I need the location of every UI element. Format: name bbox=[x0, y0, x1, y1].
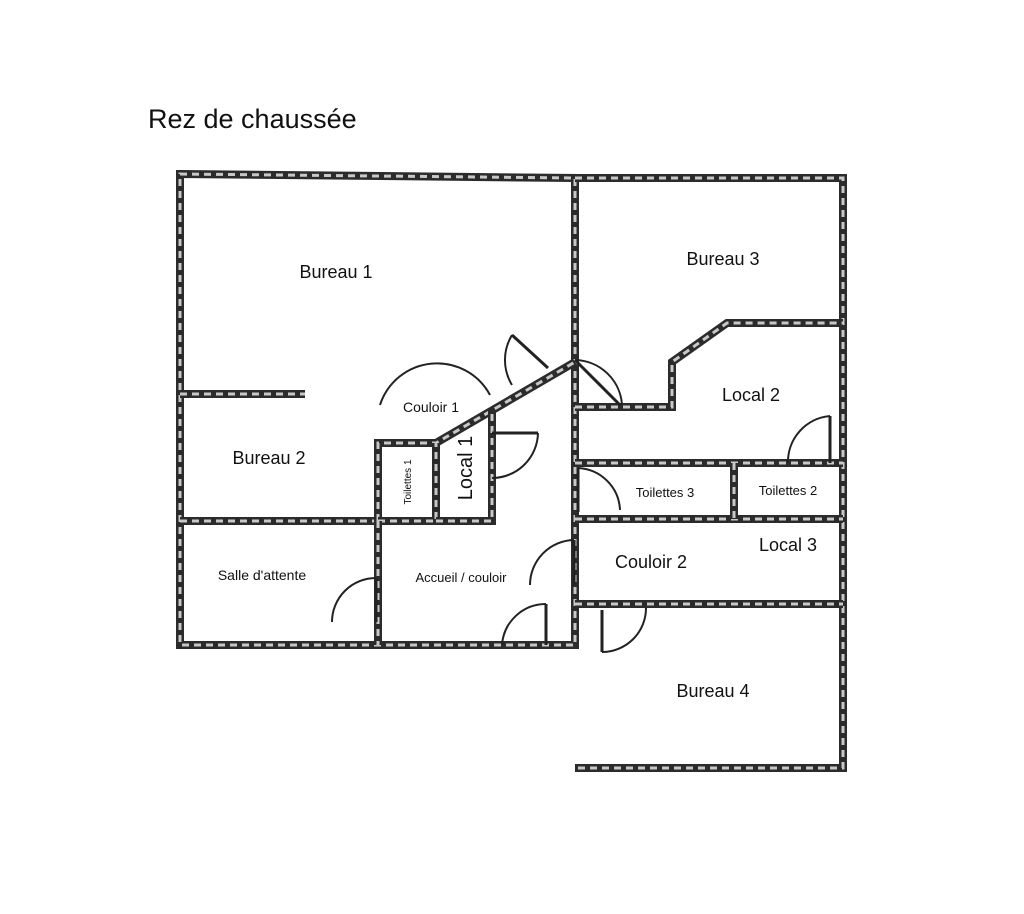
diagonal-corridor-wall bbox=[374, 358, 578, 521]
label-toilettes3: Toilettes 3 bbox=[636, 485, 695, 500]
room-labels: Bureau 1 Bureau 2 Bureau 3 Bureau 4 Coul… bbox=[218, 249, 817, 701]
door-local1 bbox=[491, 431, 539, 479]
label-bureau2: Bureau 2 bbox=[232, 448, 305, 468]
door-bureau3 bbox=[573, 358, 623, 407]
door-toilettes3 bbox=[576, 467, 621, 512]
walls bbox=[176, 169, 847, 772]
label-local3: Local 3 bbox=[759, 535, 817, 555]
label-local1: Local 1 bbox=[455, 436, 477, 501]
door-couloir2 bbox=[529, 539, 576, 586]
label-toilettes2: Toilettes 2 bbox=[759, 483, 818, 498]
plan-title: Rez de chaussée bbox=[148, 104, 357, 134]
local1-walls bbox=[436, 410, 496, 525]
door-salle-attente bbox=[331, 577, 378, 623]
label-local2: Local 2 bbox=[722, 385, 780, 405]
label-couloir1: Couloir 1 bbox=[403, 399, 459, 415]
door-accueil-entrance bbox=[501, 602, 548, 646]
outer-wall-right-building bbox=[575, 174, 847, 772]
door-bureau4 bbox=[600, 607, 647, 653]
label-salle-attente: Salle d'attente bbox=[218, 567, 307, 583]
label-toilettes1: Toilettes 1 bbox=[403, 459, 414, 504]
label-bureau4: Bureau 4 bbox=[676, 681, 749, 701]
door-couloir1-arc bbox=[379, 362, 491, 406]
label-bureau3: Bureau 3 bbox=[686, 249, 759, 269]
label-bureau1: Bureau 1 bbox=[299, 262, 372, 282]
label-couloir2: Couloir 2 bbox=[615, 552, 687, 572]
outer-wall-left-building bbox=[176, 169, 579, 649]
label-accueil: Accueil / couloir bbox=[415, 570, 507, 585]
door-local2 bbox=[786, 415, 832, 464]
door-bureau1 bbox=[503, 333, 550, 386]
doors bbox=[331, 333, 832, 653]
bureau3-bottom-wall bbox=[575, 319, 843, 411]
